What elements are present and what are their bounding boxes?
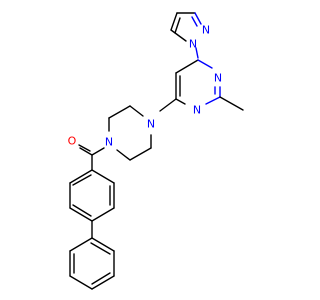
bond bbox=[197, 59, 213, 69]
bond bbox=[129, 147, 152, 161]
bond bbox=[170, 12, 178, 31]
bond bbox=[174, 17, 181, 34]
pyrazole-ring bbox=[170, 12, 202, 42]
atom-n-pyrazole-2: N bbox=[202, 24, 210, 37]
bond bbox=[91, 207, 115, 222]
bond bbox=[72, 174, 92, 186]
bond bbox=[91, 237, 115, 252]
bond bbox=[219, 96, 244, 111]
bond bbox=[90, 242, 111, 255]
atom-o-carbonyl: O bbox=[68, 135, 77, 148]
atom-n-pyrimidine-1: N bbox=[214, 72, 222, 85]
bond bbox=[91, 275, 115, 290]
bond bbox=[69, 207, 93, 222]
bond bbox=[91, 169, 115, 184]
bond bbox=[79, 147, 93, 156]
bond bbox=[170, 29, 187, 42]
bond bbox=[91, 272, 111, 285]
atom-n-piperazine-4: N bbox=[147, 118, 155, 131]
piperazine-ring bbox=[108, 105, 152, 161]
atom-labels: N N N N N N O bbox=[68, 24, 222, 149]
atom-n-pyrimidine-3: N bbox=[193, 104, 201, 117]
bond bbox=[175, 59, 199, 74]
bond bbox=[108, 105, 131, 119]
bond bbox=[91, 147, 105, 156]
pyrimidine-ring bbox=[175, 59, 221, 105]
biphenyl-ring-b bbox=[69, 237, 115, 290]
bond bbox=[69, 275, 93, 290]
bond bbox=[205, 96, 221, 105]
bond bbox=[191, 16, 198, 27]
atom-n-pyrazole-1: N bbox=[189, 38, 197, 51]
bond bbox=[116, 149, 131, 161]
bond bbox=[78, 144, 91, 152]
bond bbox=[72, 204, 92, 217]
bond bbox=[194, 12, 202, 25]
bond bbox=[175, 98, 186, 105]
biphenyl-ring-a bbox=[69, 169, 115, 222]
bond bbox=[159, 98, 177, 112]
atom-n-piperazine-1: N bbox=[105, 136, 113, 149]
bond bbox=[69, 237, 93, 252]
bond bbox=[129, 105, 144, 117]
bond bbox=[195, 47, 199, 59]
bond bbox=[69, 169, 93, 184]
molecule-structure-diagram: N N N N N N O bbox=[68, 12, 244, 290]
